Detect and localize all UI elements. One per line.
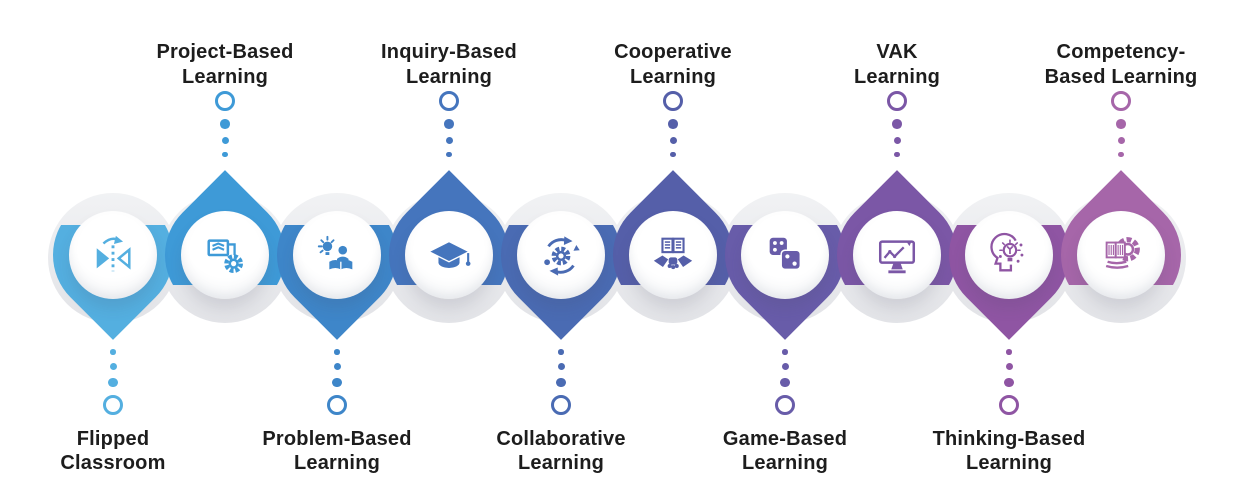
idea-reader-icon <box>317 235 353 270</box>
connector-dot <box>669 136 677 144</box>
connector-dot <box>334 349 340 355</box>
dotted-connector <box>887 91 907 157</box>
connector-dot <box>1118 151 1124 157</box>
connector-dot <box>782 349 788 355</box>
connector-dot <box>1006 349 1012 355</box>
monitor-chart-icon <box>878 240 916 274</box>
flip-arrows-icon <box>96 235 131 272</box>
connector-dot <box>108 377 118 387</box>
connector-dot <box>781 362 789 370</box>
connector-ring <box>663 91 683 111</box>
connector-ring <box>999 395 1019 415</box>
connector-dot <box>221 136 229 144</box>
connector-ring <box>215 91 235 111</box>
dotted-connector <box>215 91 235 157</box>
connector-dot <box>1116 119 1126 129</box>
book-gear-pages-icon <box>1105 237 1140 269</box>
icon-disc <box>405 211 493 299</box>
connector-ring <box>103 395 123 415</box>
book-handshake-icon <box>653 237 693 270</box>
node-competency-based-learning: Competency- Based Learning <box>1036 41 1206 323</box>
connector-dot <box>444 119 454 129</box>
icon-disc <box>1077 211 1165 299</box>
node-game-based-learning: Game-Based Learning <box>700 193 870 474</box>
connector-dot <box>446 151 452 157</box>
connector-dot <box>557 362 565 370</box>
node-vak-learning: VAK Learning <box>812 41 982 323</box>
node-thinking-based-learning: Thinking-Based Learning <box>924 193 1094 474</box>
icon-disc <box>629 211 717 299</box>
item-label: Competency- Based Learning <box>1044 41 1198 88</box>
item-label: Problem-Based Learning <box>262 428 412 475</box>
connector-dot <box>1005 362 1013 370</box>
item-label: Cooperative Learning <box>614 41 732 88</box>
item-label: Inquiry-Based Learning <box>381 41 517 88</box>
node-collaborative-learning: Collaborative Learning <box>476 193 646 474</box>
connector-ring <box>439 91 459 111</box>
connector-dot <box>780 377 790 387</box>
head-bulb-icon <box>990 232 1024 272</box>
icon-disc <box>853 211 941 299</box>
connector-dot <box>222 151 228 157</box>
connector-ring <box>551 395 571 415</box>
dotted-connector <box>103 349 123 415</box>
gear-cycle-icon <box>544 236 580 276</box>
connector-dot <box>558 349 564 355</box>
connector-dot <box>332 377 342 387</box>
item-label: Game-Based Learning <box>722 428 848 475</box>
item-label: Flipped Classroom <box>60 428 166 475</box>
icon-disc <box>181 211 269 299</box>
node-inquiry-based-learning: Inquiry-Based Learning <box>364 41 534 323</box>
connector-ring <box>775 395 795 415</box>
item-label: Collaborative Learning <box>496 428 626 475</box>
item-label: Project-Based Learning <box>156 41 294 88</box>
connector-ring <box>887 91 907 111</box>
connector-dot <box>556 377 566 387</box>
connector-dot <box>220 119 230 129</box>
connector-dot <box>1117 136 1125 144</box>
item-label: VAK Learning <box>853 41 941 88</box>
dotted-connector <box>775 349 795 415</box>
connector-dot <box>445 136 453 144</box>
item-label: Thinking-Based Learning <box>932 428 1086 475</box>
connector-ring <box>1111 91 1131 111</box>
dotted-connector <box>1111 91 1131 157</box>
node-cooperative-learning: Cooperative Learning <box>588 41 758 323</box>
book-gear-icon <box>207 239 244 274</box>
icon-disc <box>741 211 829 299</box>
dice-icon <box>769 237 802 271</box>
connector-dot <box>110 349 116 355</box>
dotted-connector <box>999 349 1019 415</box>
icon-disc <box>965 211 1053 299</box>
dotted-connector <box>439 91 459 157</box>
dotted-connector <box>663 91 683 157</box>
connector-dot <box>894 151 900 157</box>
connector-dot <box>892 119 902 129</box>
node-problem-based-learning: Problem-Based Learning <box>252 193 422 474</box>
dotted-connector <box>327 349 347 415</box>
icon-disc <box>517 211 605 299</box>
connector-dot <box>1004 377 1014 387</box>
connector-dot <box>893 136 901 144</box>
graduation-cap-icon <box>427 240 471 268</box>
connector-dot <box>109 362 117 370</box>
node-project-based-learning: Project-Based Learning <box>140 41 310 323</box>
connector-dot <box>670 151 676 157</box>
connector-ring <box>327 395 347 415</box>
icon-disc <box>69 211 157 299</box>
connector-dot <box>668 119 678 129</box>
node-flipped-classroom: Flipped Classroom <box>28 193 198 474</box>
icon-disc <box>293 211 381 299</box>
connector-dot <box>333 362 341 370</box>
dotted-connector <box>551 349 571 415</box>
